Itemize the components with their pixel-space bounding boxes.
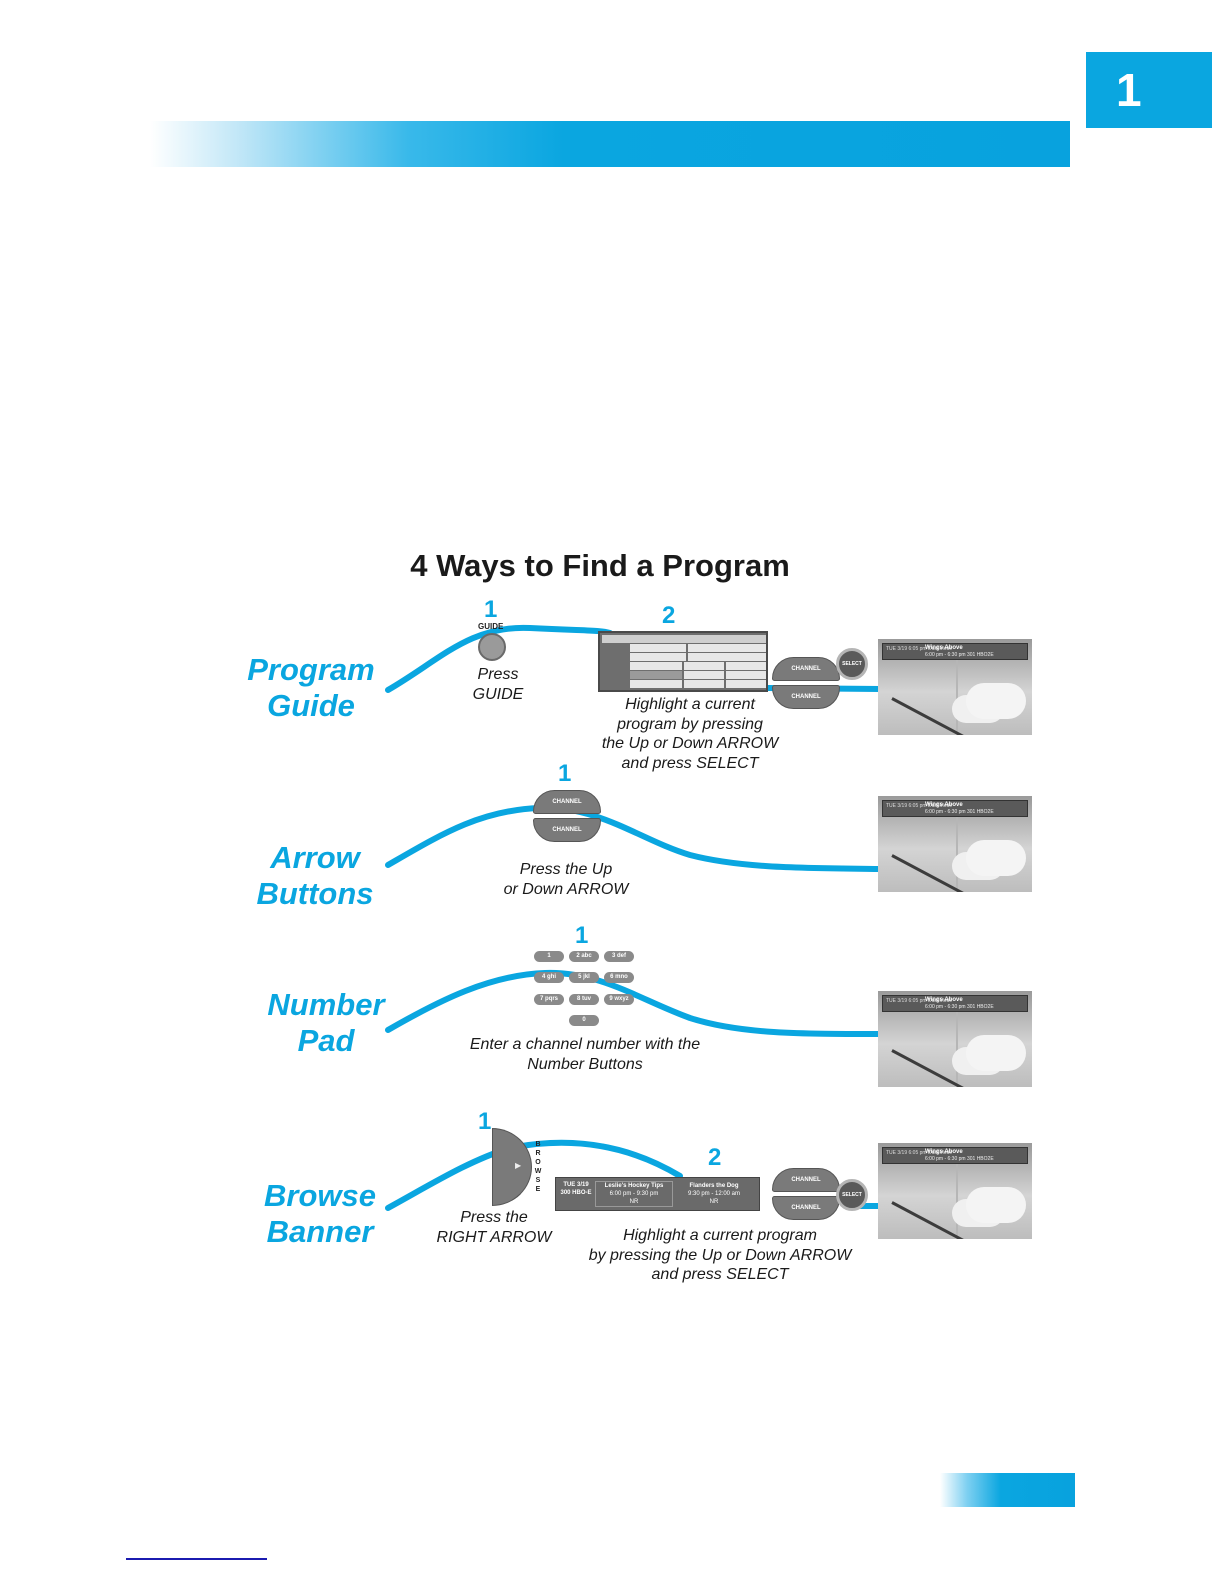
key-4: 4 ghi — [534, 972, 564, 983]
key-2: 2 abc — [569, 951, 599, 962]
channel-up-button: CHANNEL — [533, 790, 601, 814]
step-number: 1 — [558, 760, 572, 787]
chapter-number: 1 — [1116, 64, 1142, 116]
banner-program: Flanders the Dog 9:30 pm - 12:00 am NR — [687, 1183, 741, 1205]
caption: Press the Up or Down ARROW — [503, 861, 629, 898]
step-number: 1 — [478, 1108, 492, 1135]
guide-button-label: GUIDE — [478, 622, 504, 631]
key-6: 6 mno — [604, 972, 634, 983]
step-number: 1 — [575, 922, 589, 949]
right-arrow-icon: ▶ — [515, 1161, 522, 1170]
channel-down-button: CHANNEL — [772, 1196, 840, 1220]
chapter-tab: 1 — [1086, 52, 1212, 128]
footer-bar — [940, 1473, 1075, 1507]
channel-up-button: CHANNEL — [772, 1168, 840, 1192]
key-8: 8 tuv — [569, 994, 599, 1005]
banner-program: Leslie's Hockey Tips 6:00 pm - 9:30 pm N… — [595, 1181, 673, 1207]
key-1: 1 — [534, 951, 564, 962]
channel-down-button: CHANNEL — [533, 818, 601, 842]
step-number: 1 — [484, 596, 498, 623]
banner-channel: TUE 3/19 300 HBO-E — [560, 1182, 592, 1196]
program-guide-grid — [598, 631, 768, 692]
caption: Press the RIGHT ARROW — [436, 1209, 552, 1246]
select-button: SELECT — [836, 648, 868, 680]
guide-button — [478, 633, 506, 661]
arrow-buttons-label: Arrow Buttons — [256, 840, 374, 911]
arrow-buttons-path — [385, 804, 883, 872]
browse-banner: TUE 3/19 300 HBO-E Leslie's Hockey Tips … — [555, 1177, 760, 1211]
caption: Highlight a current program by pressing … — [601, 696, 779, 772]
channel-down-button: CHANNEL — [772, 685, 840, 709]
program-guide-label: Program Guide — [247, 652, 375, 723]
caption: Press GUIDE — [472, 666, 524, 703]
caption: Highlight a current program by pressing … — [588, 1227, 852, 1283]
page-title: 4 Ways to Find a Program — [410, 548, 790, 583]
channel-up-button: CHANNEL — [772, 657, 840, 681]
key-9: 9 wxyz — [604, 994, 634, 1005]
select-button: SELECT — [836, 1179, 868, 1211]
number-pad-label: Number Pad — [267, 987, 385, 1058]
step-number: 2 — [662, 602, 676, 629]
key-3: 3 def — [604, 951, 634, 962]
header-bar — [150, 121, 1070, 167]
key-5: 5 jkl — [569, 972, 599, 983]
browse-banner-label: Browse Banner — [264, 1178, 376, 1249]
footer-line — [126, 1558, 267, 1560]
caption: Enter a channel number with the Number B… — [469, 1036, 701, 1073]
step-number: 2 — [708, 1144, 722, 1171]
key-0: 0 — [569, 1015, 599, 1026]
key-7: 7 pqrs — [534, 994, 564, 1005]
number-pad-path — [385, 969, 883, 1037]
